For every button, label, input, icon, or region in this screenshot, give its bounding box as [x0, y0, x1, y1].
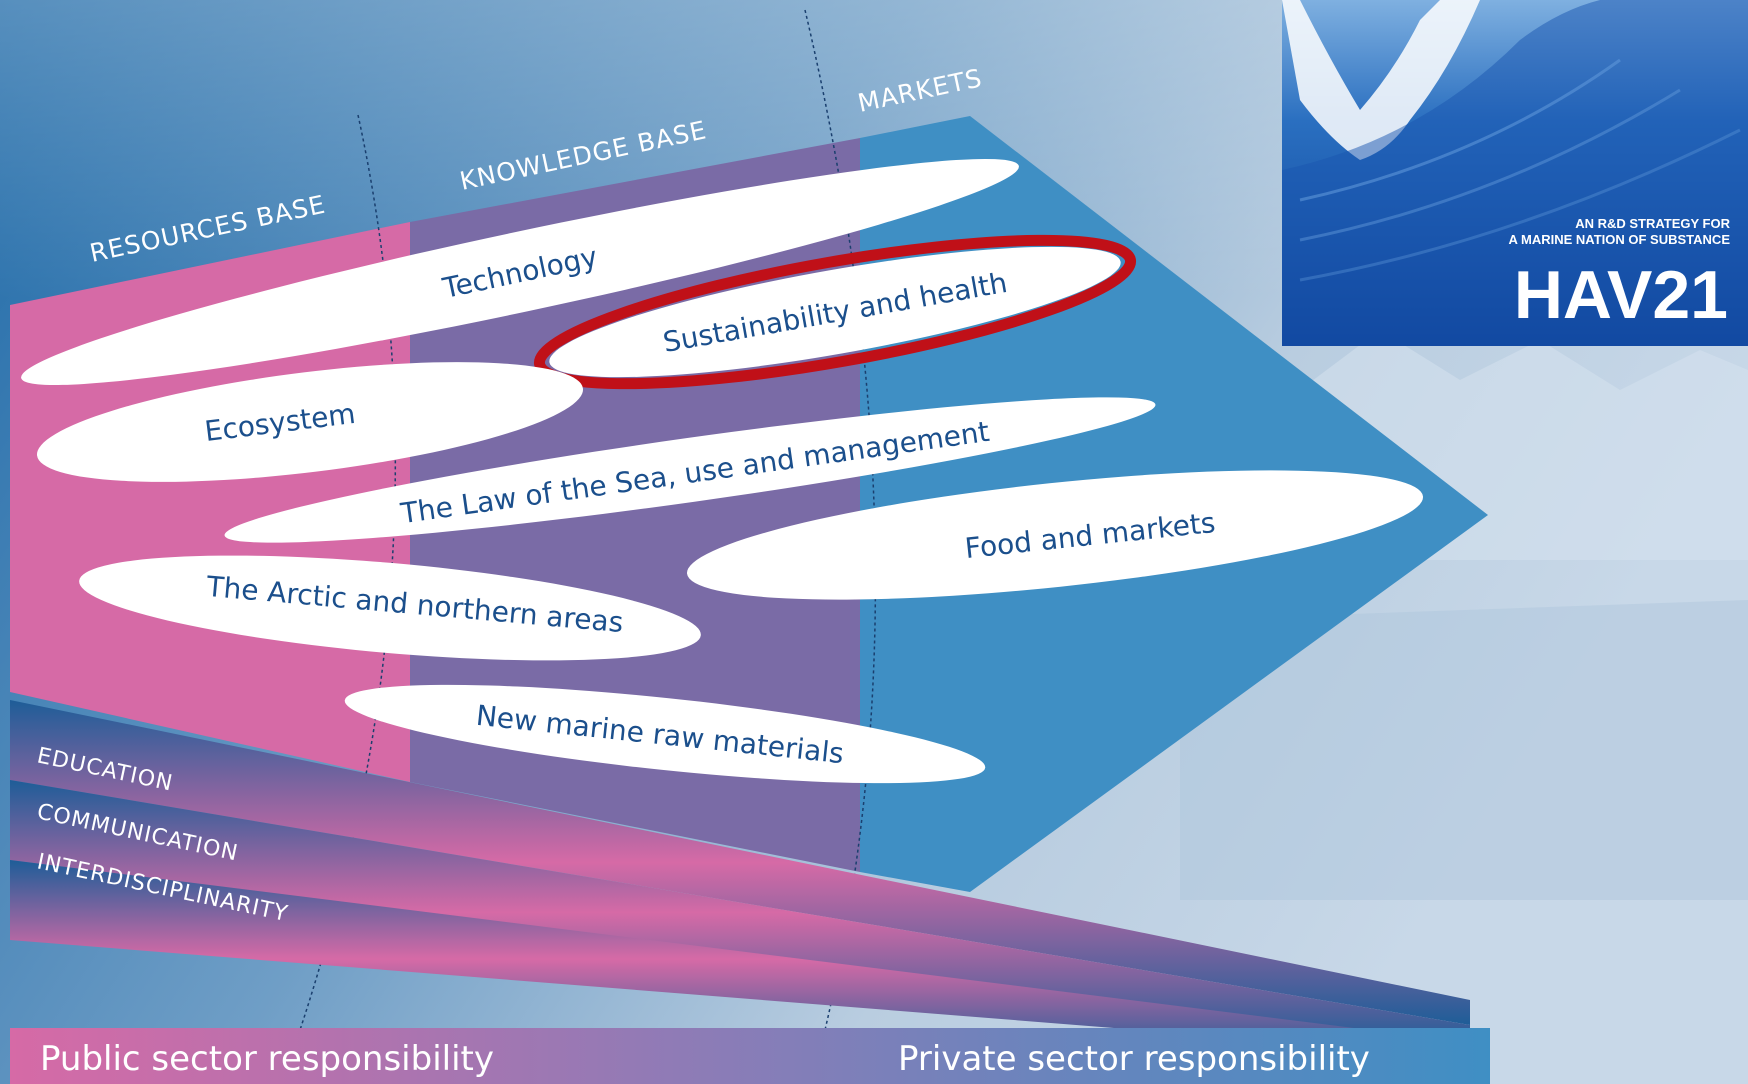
- band-interdisciplinarity: [10, 860, 1490, 1058]
- topic-law-of-the-sea-shape: [224, 397, 1156, 543]
- hav21-cover: AN R&D STRATEGY FOR A MARINE NATION OF S…: [1282, 0, 1748, 346]
- wave-line-3: [1299, 128, 1741, 282]
- topic-food-and-markets: Food and markets: [686, 470, 1424, 600]
- topic-sustainability-shape: [549, 246, 1121, 378]
- cover-title: HAV21: [1514, 257, 1728, 333]
- band-education: [10, 700, 1470, 1025]
- topic-arctic-shape: [79, 555, 701, 661]
- cover-subtitle-line1: AN R&D STRATEGY FOR: [1575, 216, 1730, 231]
- topic-ecosystem: Ecosystem: [36, 362, 584, 482]
- footer-bar: [10, 1028, 1490, 1084]
- highlight-ring: [533, 234, 1137, 390]
- band-communication: [10, 780, 1470, 1045]
- footer-public-label: Public sector responsibility: [40, 1039, 494, 1079]
- topic-sustainability: Sustainability and health: [533, 234, 1137, 390]
- topic-food-and-markets-shape: [686, 470, 1424, 600]
- topic-ecosystem-shape: [36, 362, 584, 482]
- cover-subtitle-line2: A MARINE NATION OF SUBSTANCE: [1509, 232, 1731, 247]
- sea-surface: [1180, 600, 1748, 900]
- wave-crest: [1282, 0, 1480, 160]
- topic-technology: Technology: [21, 158, 1019, 386]
- wave-line-2: [1299, 88, 1681, 242]
- topic-technology-shape: [21, 158, 1019, 386]
- wave-line-1: [1299, 58, 1621, 202]
- footer-private-label: Private sector responsibility: [898, 1039, 1370, 1079]
- topic-new-marine-raw-materials-shape: [344, 684, 986, 784]
